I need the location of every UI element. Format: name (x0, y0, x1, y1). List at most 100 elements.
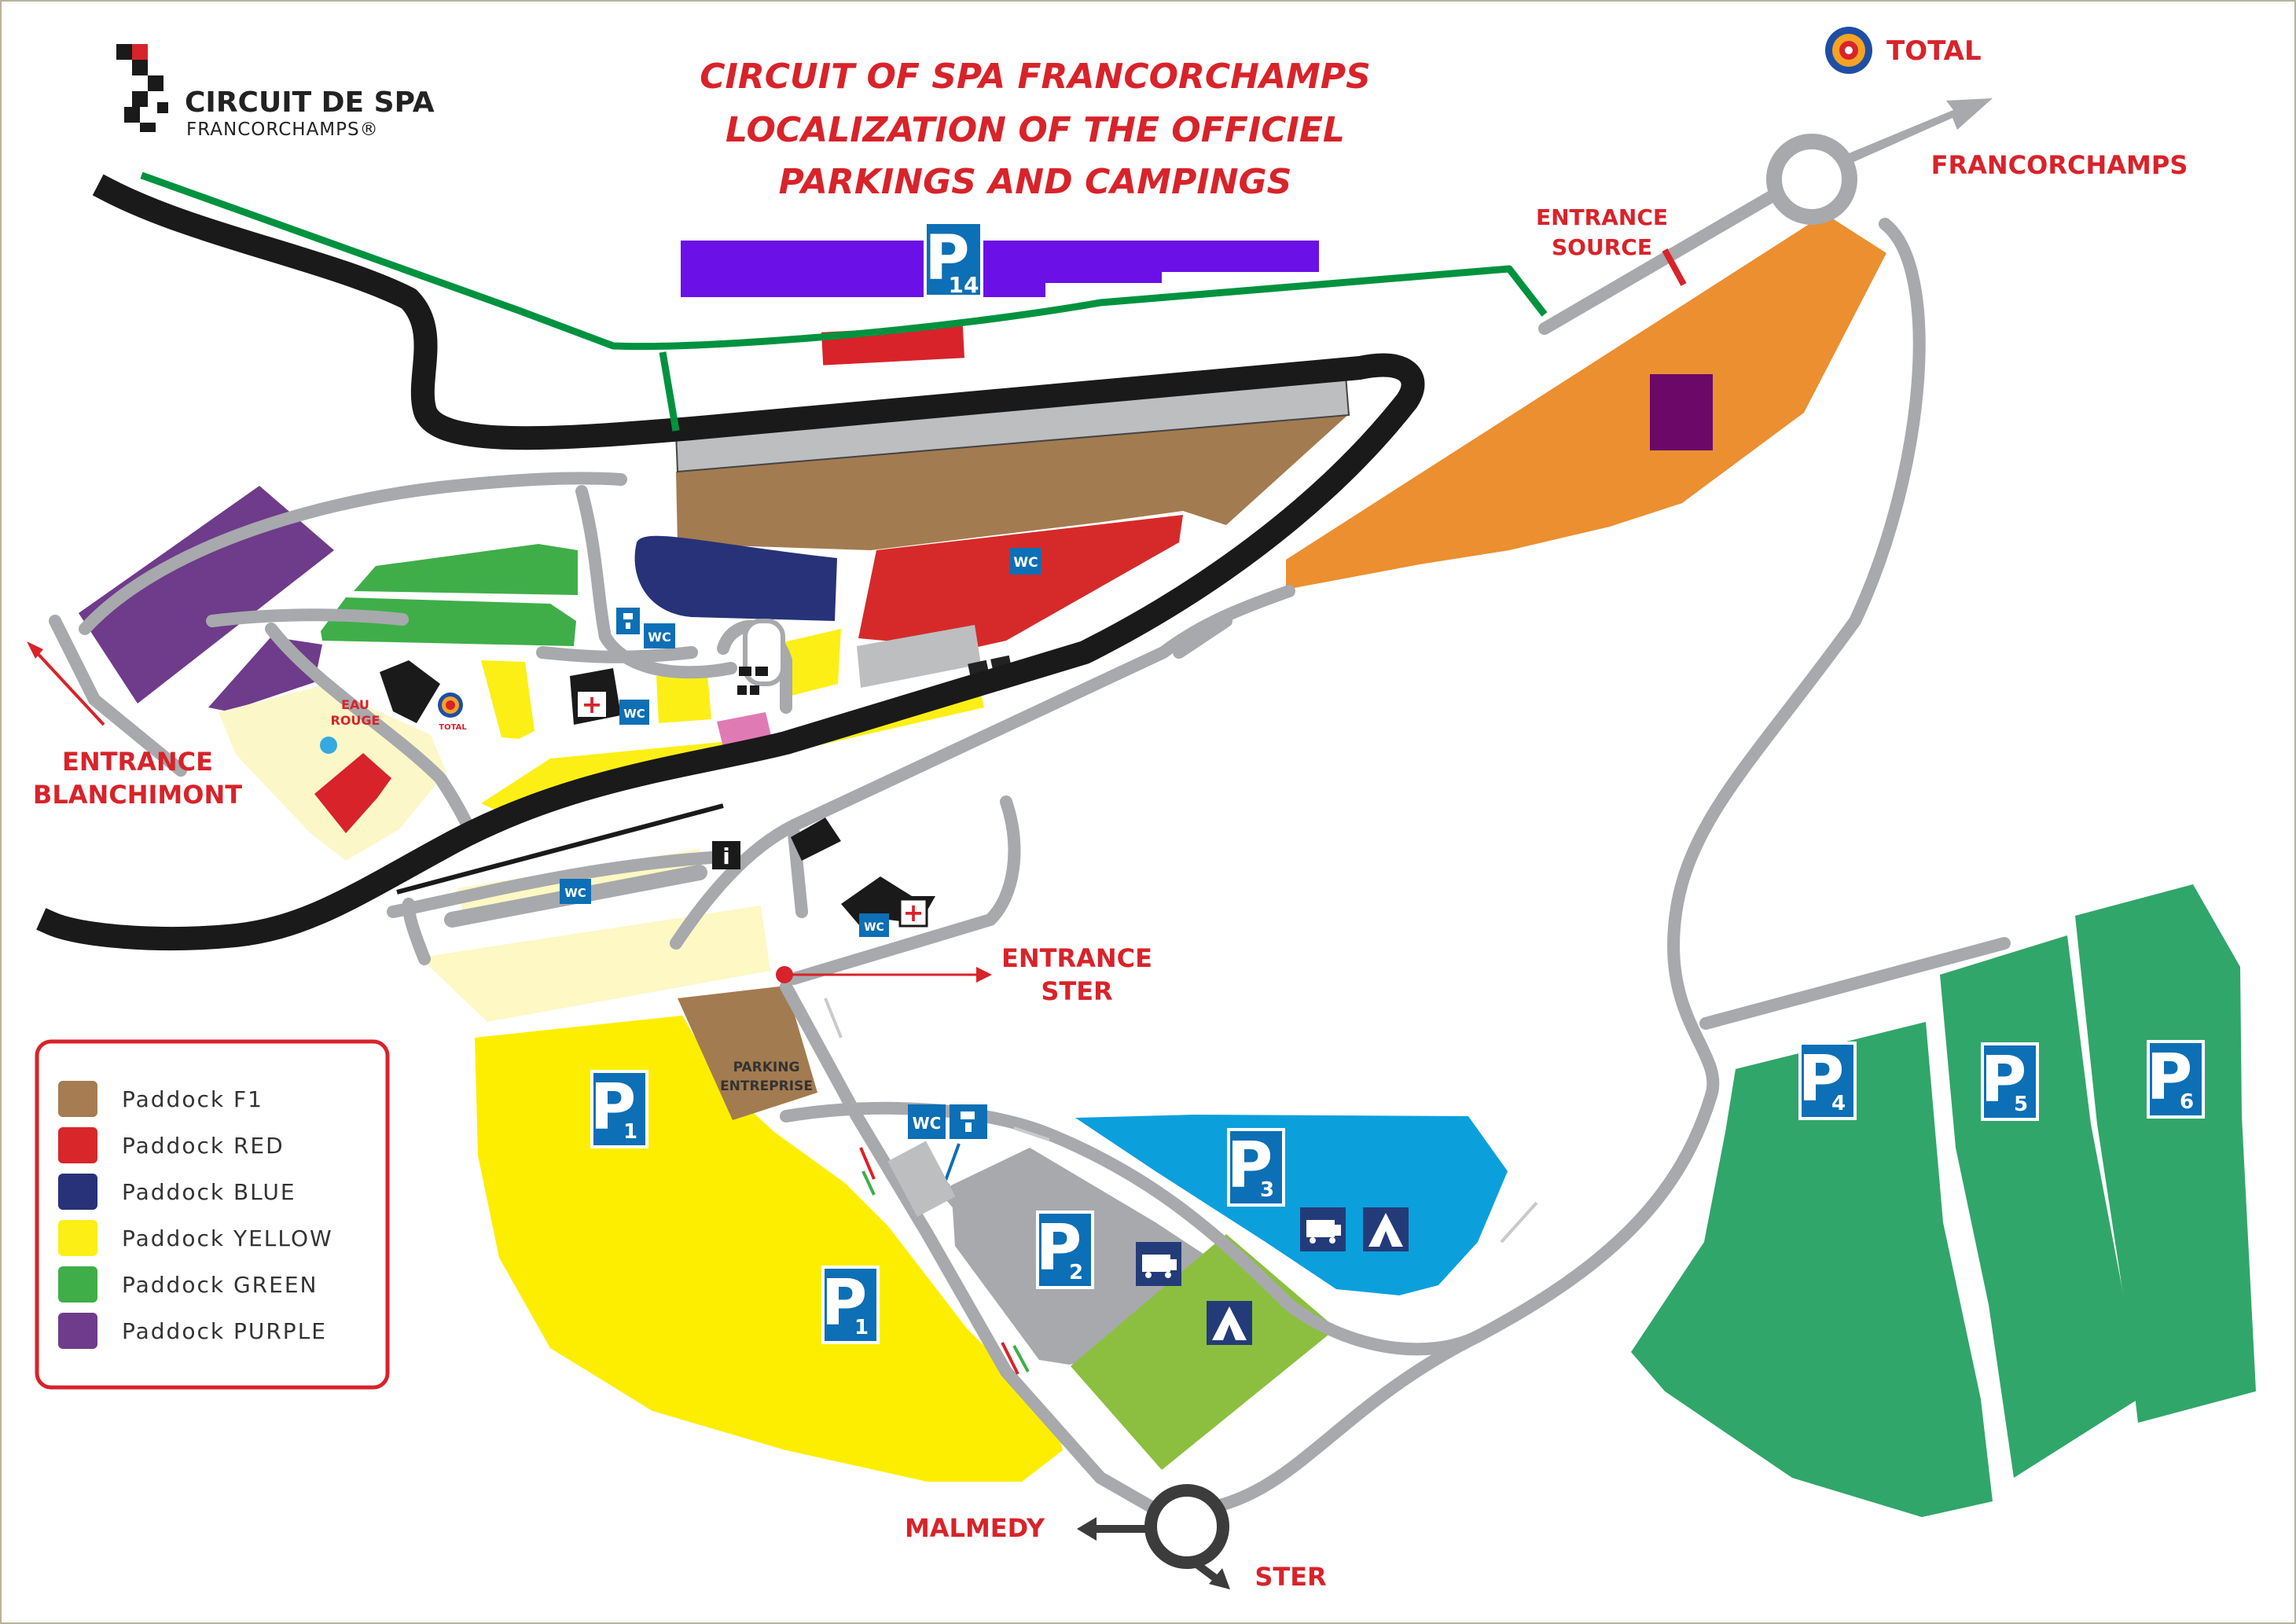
svg-text:14: 14 (949, 272, 979, 298)
building-small-3 (737, 685, 747, 695)
total-logo: TOTAL (1825, 27, 1982, 74)
first-aid-icon-paddock: + (578, 689, 606, 719)
entrance-source-label-2: SOURCE (1552, 234, 1652, 260)
francorchamps-label: FRANCORCHAMPS (1931, 150, 2188, 180)
paddock-purple-1 (79, 486, 334, 704)
svg-text:CIRCUIT DE SPA: CIRCUIT DE SPA (185, 86, 435, 119)
svg-text:P: P (1981, 1043, 2027, 1116)
tent-icon-p3 (1363, 1207, 1409, 1251)
roundabout-source (1766, 134, 1857, 225)
parking-entreprise-label-2: ENTREPRISE (720, 1078, 813, 1094)
checker-icon (116, 44, 132, 60)
entrance-blanchimont-arrowhead (27, 641, 43, 659)
entrance-source-marker (1662, 248, 1687, 286)
map-title-line-2: LOCALIZATION OF THE OFFICIEL (726, 110, 1345, 150)
paddock-green-bottom (321, 597, 576, 646)
building-white (743, 619, 785, 686)
circuit-logo: CIRCUIT DE SPA FRANCORCHAMPS® (116, 44, 435, 140)
black-building-1 (380, 660, 440, 723)
roundabout-malmedy (1144, 1484, 1229, 1569)
paddock-red-area (858, 515, 1183, 648)
first-aid-icon-ster: + (898, 898, 928, 928)
wc-icon-paddock: WC (644, 623, 675, 648)
legend-swatch (58, 1220, 97, 1256)
purple-square (1650, 374, 1713, 450)
svg-text:P: P (1036, 1211, 1082, 1284)
svg-text:1: 1 (854, 1316, 869, 1339)
building-small-1 (739, 667, 751, 676)
wc-icon-paddock-red: WC (1010, 548, 1041, 575)
legend-label: Paddock GREEN (122, 1272, 318, 1298)
arrow-ster-head (1209, 1568, 1230, 1589)
svg-text:P: P (2147, 1041, 2193, 1114)
svg-text:2: 2 (1069, 1261, 1083, 1284)
svg-text:3: 3 (1260, 1178, 1274, 1202)
svg-text:WC: WC (623, 707, 645, 721)
info-icon: i (712, 841, 740, 869)
wc-icon-ster: WC (859, 913, 889, 937)
paddock-blue-area (634, 535, 837, 621)
entrance-ster-label-2: STER (1041, 976, 1112, 1006)
svg-text:P: P (1798, 1042, 1845, 1115)
entrance-blanchimont-label-1: ENTRANCE (62, 747, 213, 777)
legend-label: Paddock RED (122, 1133, 285, 1159)
shower-icon-paddock (616, 608, 640, 634)
legend: Paddock F1 Paddock RED Paddock BLUE Paddock… (35, 1039, 390, 1390)
parking-sign-p14: P 14 (924, 221, 983, 298)
map-title-line-3: PARKINGS AND CAMPINGS (779, 162, 1292, 202)
svg-text:WC: WC (564, 886, 586, 900)
svg-text:FRANCORCHAMPS®: FRANCORCHAMPS® (186, 119, 379, 140)
black-building-2 (791, 818, 841, 861)
p4-parking-area (1631, 1022, 1993, 1517)
svg-text:1: 1 (623, 1120, 637, 1144)
parking-sign-p1-north: P 1 (590, 1070, 648, 1148)
shower-icon-p2 (950, 1104, 987, 1139)
building-small-2 (755, 667, 768, 676)
svg-text:+: + (903, 898, 924, 928)
legend-swatch (58, 1313, 97, 1349)
total-small-logo: TOTAL (438, 693, 467, 732)
parking-sign-p6: P 6 (2147, 1040, 2205, 1119)
legend-label: Paddock BLUE (122, 1179, 296, 1205)
svg-text:TOTAL: TOTAL (1886, 35, 1982, 67)
green-path (140, 171, 1548, 351)
gray-building-1 (857, 625, 981, 688)
paddock-yellow-1 (481, 660, 535, 739)
svg-text:P: P (821, 1266, 868, 1339)
parking-entreprise-area (678, 986, 817, 1120)
camper-icon-p2 (1136, 1242, 1181, 1286)
svg-text:WC: WC (864, 921, 884, 934)
p6-parking-area (2075, 884, 2256, 1423)
svg-text:WC: WC (1013, 555, 1038, 571)
green-path-branch (659, 351, 680, 432)
eau-rouge-blue-dot (320, 737, 337, 754)
svg-text:5: 5 (2014, 1093, 2028, 1116)
entrance-ster-label-1: ENTRANCE (1001, 943, 1152, 973)
eau-rouge-label-2: ROUGE (331, 713, 380, 728)
svg-text:6: 6 (2180, 1090, 2194, 1114)
malmedy-label: MALMEDY (905, 1513, 1045, 1543)
p2-facilities-block (887, 1141, 956, 1217)
arrow-francorchamps (1839, 98, 1993, 167)
parking-sign-p4: P 4 (1798, 1042, 1857, 1120)
legend-swatch (58, 1266, 97, 1303)
wc-icon-medical: WC (619, 700, 649, 725)
race-track (36, 174, 1425, 950)
building-small-4 (750, 685, 759, 695)
wc-icon-grandstand: WC (560, 879, 591, 904)
tent-icon-p2 (1207, 1301, 1252, 1345)
paddock-yellow-3 (780, 629, 841, 698)
track-line-thin-1 (396, 803, 724, 895)
svg-text:4: 4 (1831, 1092, 1846, 1115)
legend-label: Paddock YELLOW (122, 1225, 333, 1251)
legend-label: Paddock F1 (122, 1086, 263, 1112)
legend-swatch (58, 1174, 97, 1210)
ster-label: STER (1255, 1562, 1326, 1592)
parking-sign-p5: P 5 (1981, 1042, 2039, 1121)
parking-entreprise-label-1: PARKING (733, 1060, 800, 1075)
paddock-yellow-2 (656, 673, 711, 723)
orange-zone (1286, 214, 1886, 590)
